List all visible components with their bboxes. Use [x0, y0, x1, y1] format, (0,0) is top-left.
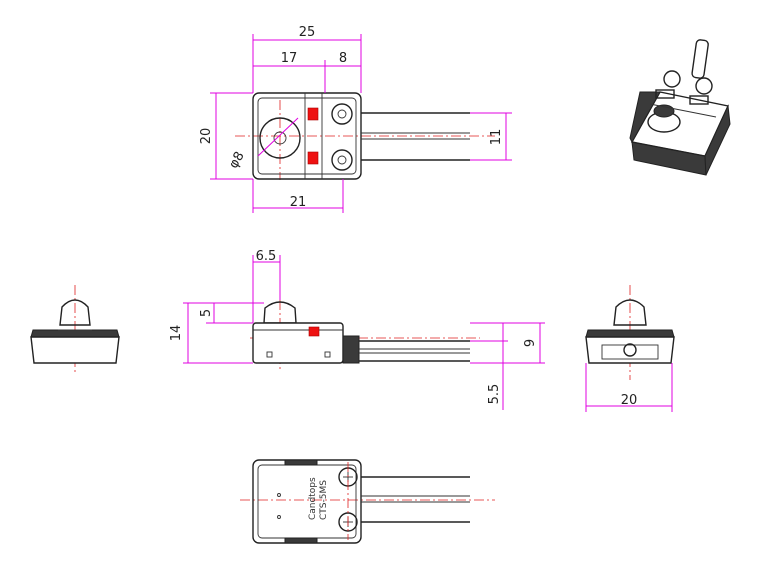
top-view: 25 17 8 20 φ8 11 21: [199, 25, 512, 213]
dim-lead-spacing: 11: [489, 129, 504, 146]
dim-end-width: 20: [621, 393, 638, 408]
dim-base-width: 21: [290, 195, 307, 210]
dim-total-height: 14: [169, 325, 184, 342]
dim-total-width: 25: [299, 25, 316, 40]
dim-height: 20: [199, 128, 214, 145]
right-end-view: 20: [585, 285, 675, 412]
dim-lead-height: 9: [523, 339, 538, 347]
label-brand: Candtops: [308, 477, 318, 520]
side-view: 6.5 5 14 9 5.5: [169, 249, 545, 410]
bottom-view: Candtops CTS-5MS: [240, 459, 495, 544]
dim-right-width: 8: [339, 51, 347, 66]
dim-diameter: φ8: [226, 149, 247, 171]
dim-lead-offset: 5.5: [487, 384, 502, 405]
dim-left-width: 17: [281, 51, 298, 66]
isometric-view: [629, 39, 731, 176]
left-end-view: [30, 285, 120, 375]
dim-offset: 6.5: [256, 249, 277, 264]
dim-button-height: 5: [199, 309, 214, 317]
label-model: CTS-5MS: [319, 480, 329, 520]
